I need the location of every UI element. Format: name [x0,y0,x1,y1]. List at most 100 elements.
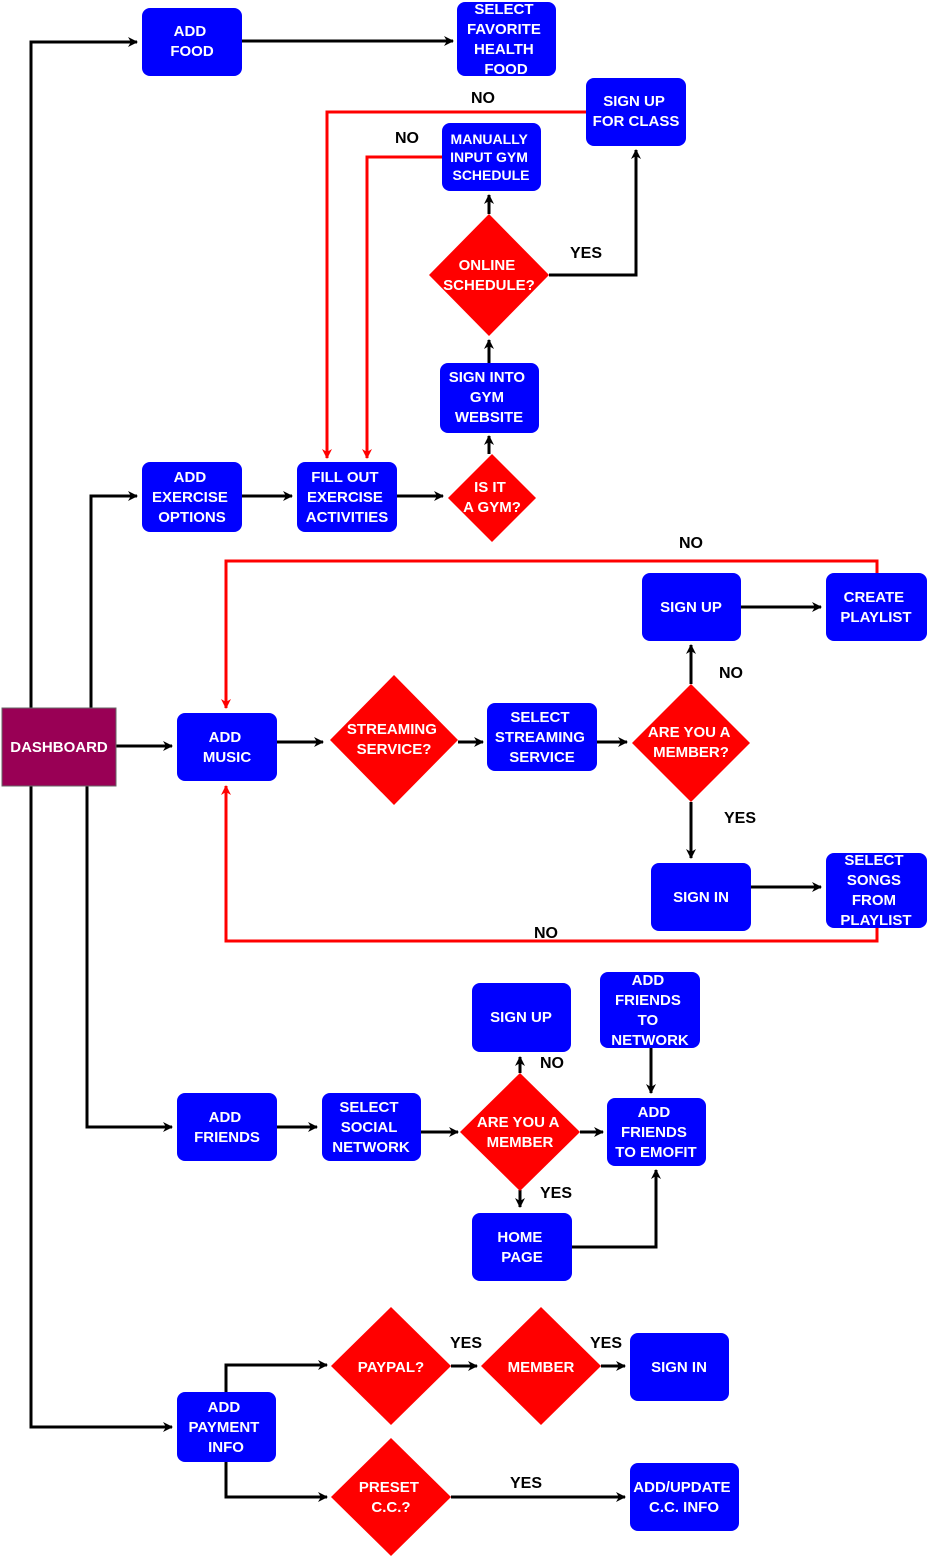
svg-text:SIGN IN: SIGN IN [651,1359,707,1376]
svg-text:SIGN IN: SIGN IN [673,889,729,906]
label-line: SCHEDULE [452,167,529,183]
label-line: IS IT [474,479,506,496]
select-streaming-node[interactable]: SELECT STREAMING SERVICE [487,703,597,771]
connectors-loopback [221,110,879,943]
edge-label-cc-yes: YES [510,1475,542,1492]
label-line: FRIENDS [621,1124,687,1141]
member-decision[interactable]: MEMBER [481,1307,601,1425]
paypal-decision[interactable]: PAYPAL? [331,1307,451,1425]
label-line: SOCIAL [341,1119,398,1136]
label-line: CREATE [844,589,905,606]
label-line: PLAYLIST [840,609,911,626]
select-songs-node[interactable]: SELECT SONGS FROM PLAYLIST [826,852,927,929]
dashboard-node[interactable]: DASHBOARD [1,707,117,787]
edge-label-manual-no: NO [395,130,419,147]
label-line: GYM [470,389,504,406]
create-playlist-node[interactable]: CREATE PLAYLIST [826,573,927,641]
friends-member-decision[interactable]: ARE YOU A MEMBER [460,1073,580,1191]
label-line: FRIENDS [194,1129,260,1146]
online-schedule-decision[interactable]: ONLINE SCHEDULE? [429,214,549,336]
label-line: FOR CLASS [593,113,680,130]
label-line: ADD [208,1399,241,1416]
preset-cc-decision[interactable]: PRESET C.C.? [331,1438,451,1556]
svg-text:SELECT SOCIAL: SELECT SOCIAL NETWORK [332,1099,410,1156]
music-member-decision[interactable]: ARE YOU A MEMBER? [632,684,750,802]
manual-gym-schedule-node[interactable]: MANUALLY INPUT GYM SCHEDULE [442,123,541,191]
edge-label-class-no: NO [471,90,495,107]
label-line: FOOD [484,61,527,78]
svg-text:ARE YOU A MEMBER: ARE YOU A MEMBER [477,1114,563,1151]
add-payment-node[interactable]: ADD PAYMENT INFO [177,1392,276,1462]
sign-up-class-node[interactable]: SIGN UP FOR CLASS [586,78,686,146]
svg-text:SIGN UP: SIGN UP [490,1009,552,1026]
label-line: SELECT [844,852,903,869]
pay-sign-in-node[interactable]: SIGN IN [630,1333,729,1401]
label-line: NETWORK [332,1139,410,1156]
svg-text:ADD MUSIC: ADD MUSIC [203,729,252,766]
label-line: MEMBER? [653,744,729,761]
edge-label-playlist-no: NO [679,535,703,552]
is-gym-decision[interactable]: IS IT A GYM? [448,454,536,542]
label-line: SIGN INTO [449,369,526,386]
label-line: MEMBER [487,1134,554,1151]
label-line: SIGN UP [490,1009,552,1026]
edge-label-online-yes: YES [570,245,602,262]
dashboard-label: DASHBOARD [10,739,108,756]
select-social-node[interactable]: SELECT SOCIAL NETWORK [322,1093,421,1161]
label-line: FOOD [170,43,213,60]
label-line: PLAYLIST [840,912,911,929]
svg-text:ADD PAYMENT IN: ADD PAYMENT INFO [188,1399,263,1456]
fill-exercise-node[interactable]: FILL OUT EXERCISE ACTIVITIES [297,462,397,532]
svg-text:SIGN UP FOR CLASS: SIGN UP FOR CLASS [593,93,680,130]
edge-dashboard-add-food [29,37,138,708]
label-line: SELECT [510,709,569,726]
sign-into-gym-node[interactable]: SIGN INTO GYM WEBSITE [440,363,539,433]
friends-sign-up-node[interactable]: SIGN UP [472,983,571,1052]
label-line: SONGS [847,872,901,889]
music-sign-in-node[interactable]: SIGN IN [651,863,751,931]
label-line: SELECT [339,1099,398,1116]
home-page-node[interactable]: HOME PAGE [472,1213,572,1281]
select-health-food-node[interactable]: SELECT FAVORITE HEALTH FOOD [457,1,556,78]
label-line: HOME [497,1229,542,1246]
label-line: FRIENDS [615,992,681,1009]
svg-text:CREATE PLAYLIST: CREATE PLAYLIST [840,589,911,626]
svg-text:HOME PAGE: HOME PAGE [497,1229,546,1266]
label-line: FAVORITE [467,21,541,38]
svg-text:SIGN INTO GYM: SIGN INTO GYM WEBSITE [449,369,530,426]
edge-labels: NO NO YES NO NO YES NO NO YES YES YES YE… [395,90,756,1492]
add-friends-network-node[interactable]: ADD FRIENDS TO NETWORK [600,972,700,1049]
label-line: PAYMENT [188,1419,259,1436]
label-line: OPTIONS [158,509,226,526]
svg-text:SIGN UP: SIGN UP [660,599,722,616]
svg-text:SELECT STREAMING: SELECT STREAMING SERVICE [495,709,589,766]
label-line: MEMBER [508,1359,575,1376]
streaming-service-decision[interactable]: STREAMING SERVICE? [330,675,458,805]
label-line: FILL OUT [311,469,378,486]
add-food-node[interactable]: ADD FOOD [142,8,242,76]
update-cc-node[interactable]: ADD/UPDATE C.C. INFO [630,1463,739,1531]
label-line: SELECT [474,1,533,18]
music-sign-up-node[interactable]: SIGN UP [642,573,741,641]
add-friends-emofit-node[interactable]: ADD FRIENDS TO EMOFIT [607,1098,706,1166]
label-line: STREAMING [347,721,437,738]
label-line: ONLINE [459,257,516,274]
label-line: EXERCISE [152,489,228,506]
label-line: ADD [174,23,207,40]
label-line: ADD [632,972,665,989]
label-line: INFO [208,1439,244,1456]
label-line: ARE YOU A [477,1114,560,1131]
edge-label-paypal-yes: YES [450,1335,482,1352]
edge-payment-paypal [224,1360,328,1392]
add-exercise-node[interactable]: ADD EXERCISE OPTIONS [142,462,242,532]
svg-text:IS IT A GYM?: IS IT A GYM? [463,479,521,516]
edge-label-member-no: NO [719,665,743,682]
label-line: FROM [852,892,896,909]
add-music-node[interactable]: ADD MUSIC [177,713,277,781]
label-line: C.C. INFO [649,1499,719,1516]
label-line: EXERCISE [307,489,383,506]
svg-text:PAYPAL?: PAYPAL? [358,1359,424,1376]
add-friends-node[interactable]: ADD FRIENDS [177,1093,277,1161]
label-line: ADD [174,469,207,486]
